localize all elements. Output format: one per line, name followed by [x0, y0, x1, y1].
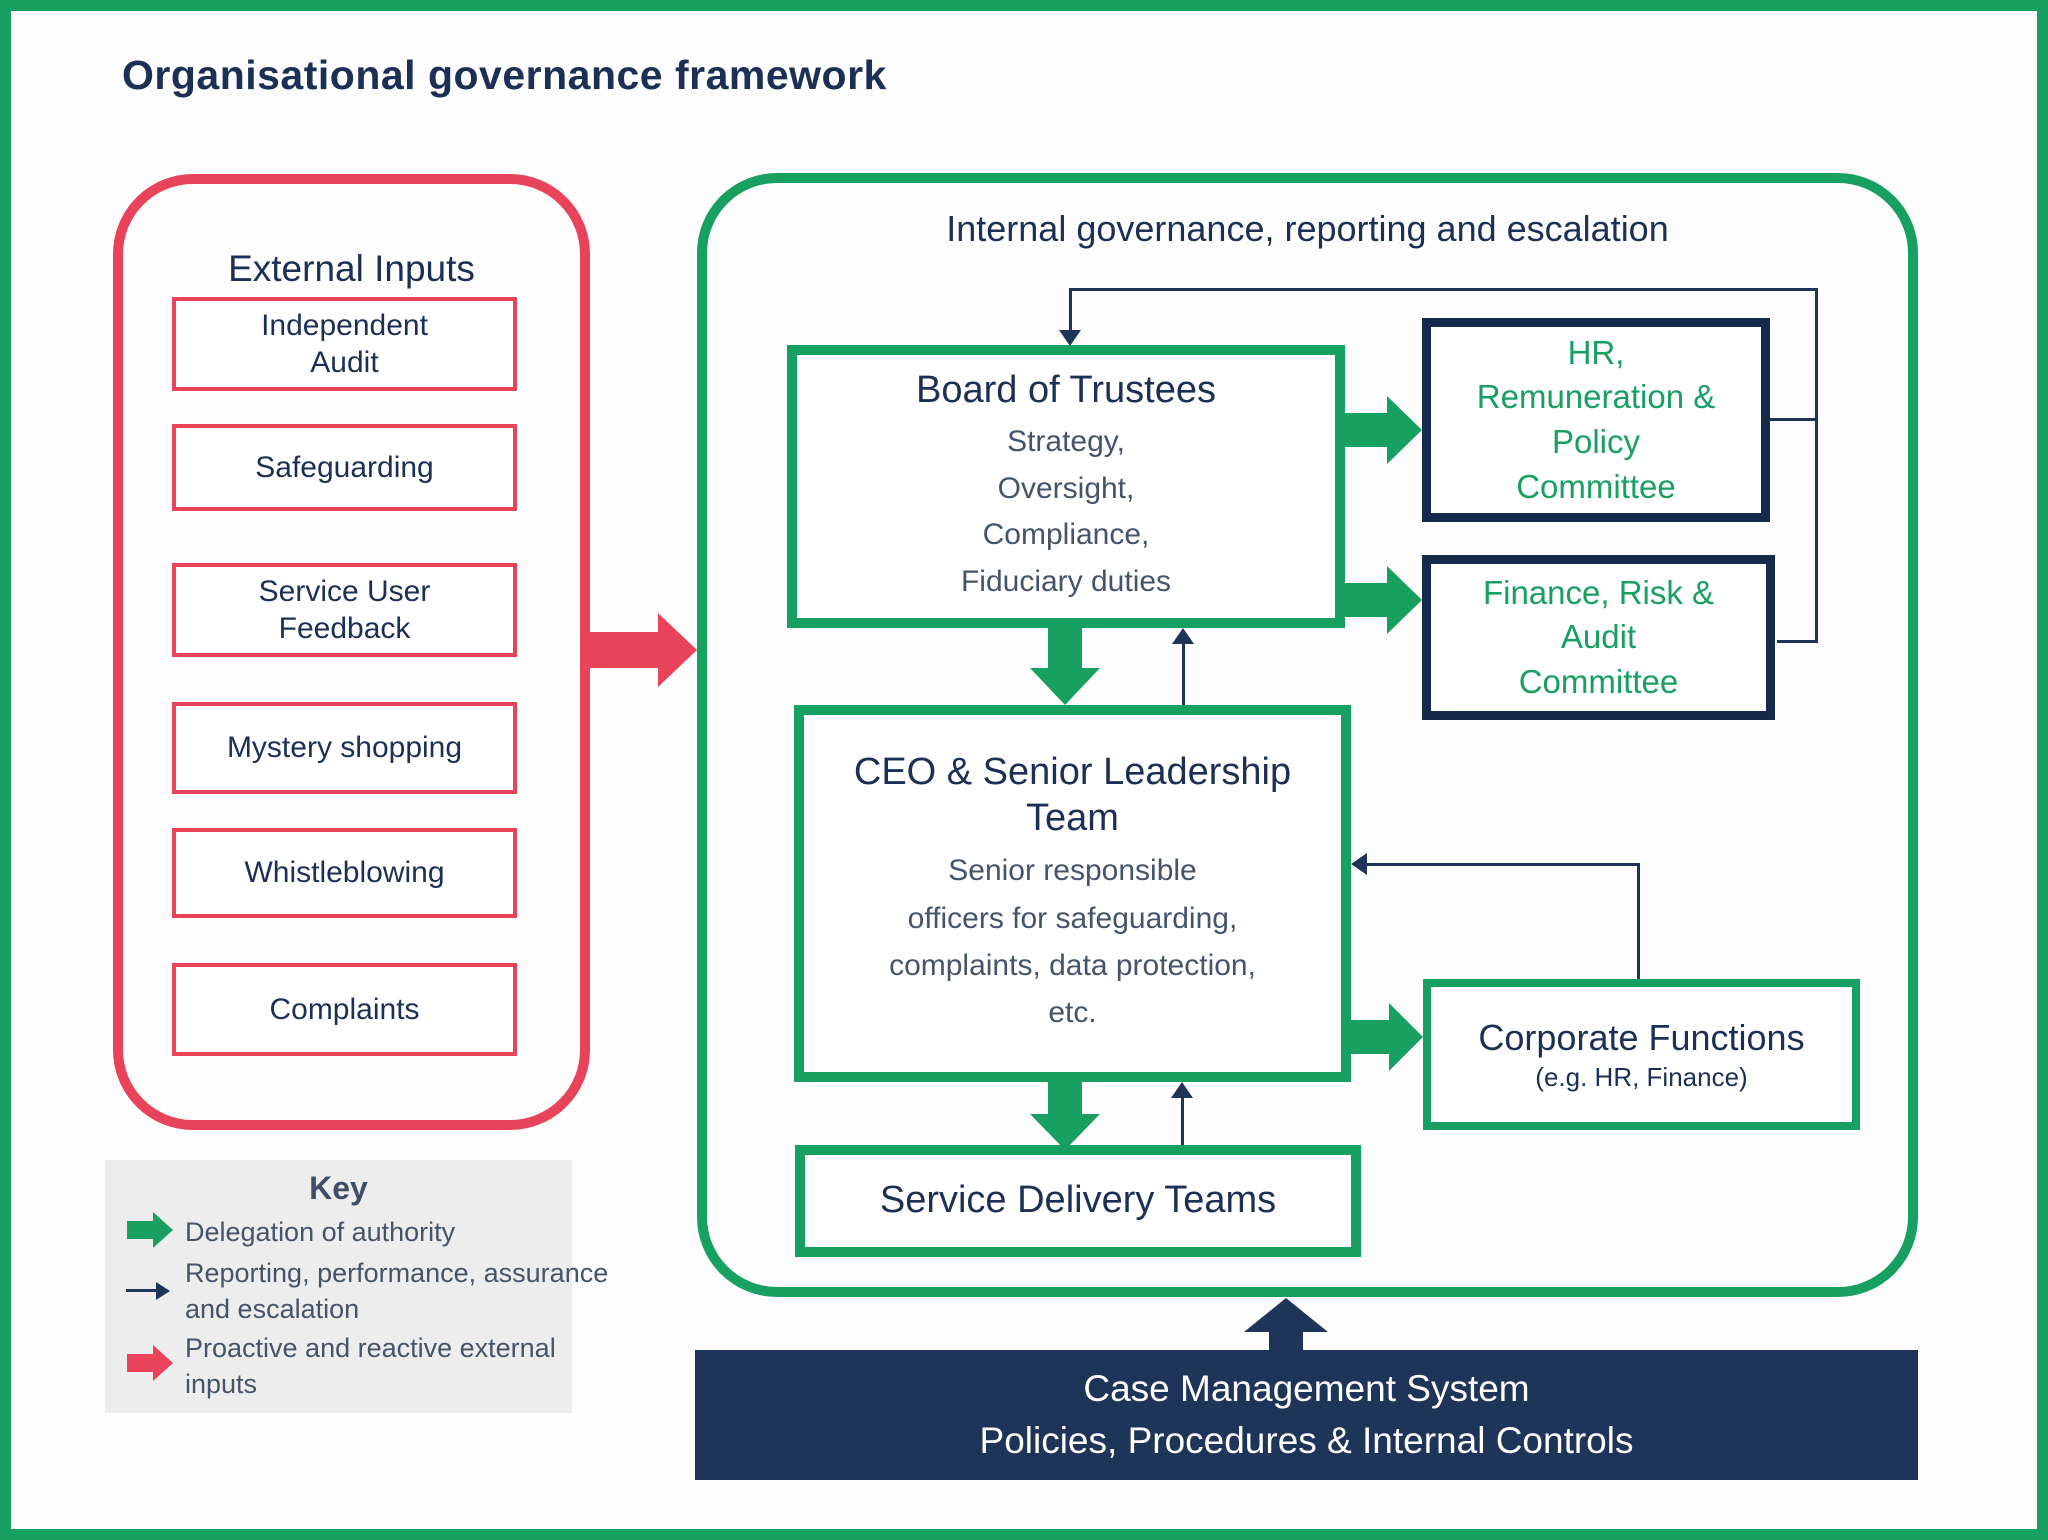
finance-risk-audit-committee-box: Finance, Risk & Audit Committee: [1422, 555, 1775, 720]
board-subtitle: Strategy, Oversight, Compliance, Fiducia…: [960, 425, 1172, 598]
reporting-into-board-line: [1069, 288, 1072, 332]
service-delivery-label: Service Delivery Teams: [879, 1179, 1277, 1222]
external-inputs-arrow-icon: [127, 1345, 173, 1381]
external-to-internal-arrow-icon: [590, 613, 697, 687]
board-to-finance-committee-arrow-icon: [1345, 566, 1422, 634]
ceo-subtitle: Senior responsible officers for safeguar…: [889, 854, 1256, 1030]
ceo-to-corporate-arrow-icon: [1351, 1003, 1423, 1071]
corporate-functions-subtitle: (e.g. HR, Finance): [1535, 1061, 1748, 1092]
complaints-box: Complaints: [172, 963, 517, 1056]
delegation-arrow-icon: [127, 1212, 173, 1248]
key-title: Key: [309, 1170, 368, 1206]
service-delivery-teams-box: Service Delivery Teams: [795, 1145, 1361, 1257]
case-system-to-governance-arrow-icon: [1244, 1298, 1328, 1350]
corporate-to-ceo-reporting-line: [1365, 863, 1639, 866]
hr-reporting-stub-line: [1770, 418, 1818, 421]
key-item-label: Proactive and reactive external inputs: [185, 1333, 556, 1399]
ceo-senior-leadership-box: CEO & Senior Leadership Team Senior resp…: [794, 705, 1351, 1082]
case-management-bar: Case Management System Policies, Procedu…: [695, 1350, 1918, 1480]
external-inputs-title: External Inputs: [228, 248, 475, 289]
board-title: Board of Trustees: [916, 368, 1216, 411]
mystery-shopping-box: Mystery shopping: [172, 702, 517, 794]
page-title: Organisational governance framework: [122, 52, 887, 98]
hr-remuneration-policy-committee-box: HR, Remuneration & Policy Committee: [1422, 318, 1770, 522]
committee-reporting-line: [1815, 288, 1818, 643]
key-item-label: Reporting, performance, assurance and es…: [185, 1258, 609, 1324]
corporate-functions-title: Corporate Functions: [1478, 1017, 1805, 1059]
independent-audit-box: Independent Audit: [172, 297, 517, 391]
corporate-functions-box: Corporate Functions (e.g. HR, Finance): [1423, 979, 1860, 1130]
key-item-label: Delegation of authority: [185, 1217, 456, 1247]
internal-governance-panel: [697, 173, 1918, 1297]
arrowhead-down-icon: [1059, 330, 1081, 346]
ceo-to-board-reporting-line: [1182, 643, 1185, 705]
finance-reporting-stub-line: [1777, 640, 1818, 643]
corporate-to-ceo-reporting-line: [1637, 863, 1640, 979]
external-inputs-panel: [113, 174, 590, 1130]
arrowhead-up-icon: [1171, 1082, 1193, 1098]
ceo-to-service-arrow-icon: [1030, 1082, 1100, 1150]
ceo-title: CEO & Senior Leadership Team: [853, 751, 1292, 839]
committee-reporting-line: [1070, 288, 1818, 291]
service-to-ceo-reporting-line: [1181, 1097, 1184, 1145]
service-user-feedback-box: Service User Feedback: [172, 563, 517, 657]
key-panel: [105, 1160, 572, 1413]
arrowhead-left-icon: [1351, 853, 1367, 875]
board-to-ceo-arrow-icon: [1030, 628, 1100, 705]
board-to-hr-committee-arrow-icon: [1345, 396, 1422, 464]
reporting-arrowhead-icon: [156, 1282, 170, 1300]
board-of-trustees-box: Board of Trustees Strategy, Oversight, C…: [787, 345, 1345, 628]
reporting-arrow-icon: [126, 1289, 156, 1292]
safeguarding-box: Safeguarding: [172, 424, 517, 511]
arrowhead-up-icon: [1172, 628, 1194, 644]
whistleblowing-box: Whistleblowing: [172, 828, 517, 918]
internal-governance-title: Internal governance, reporting and escal…: [946, 208, 1669, 249]
